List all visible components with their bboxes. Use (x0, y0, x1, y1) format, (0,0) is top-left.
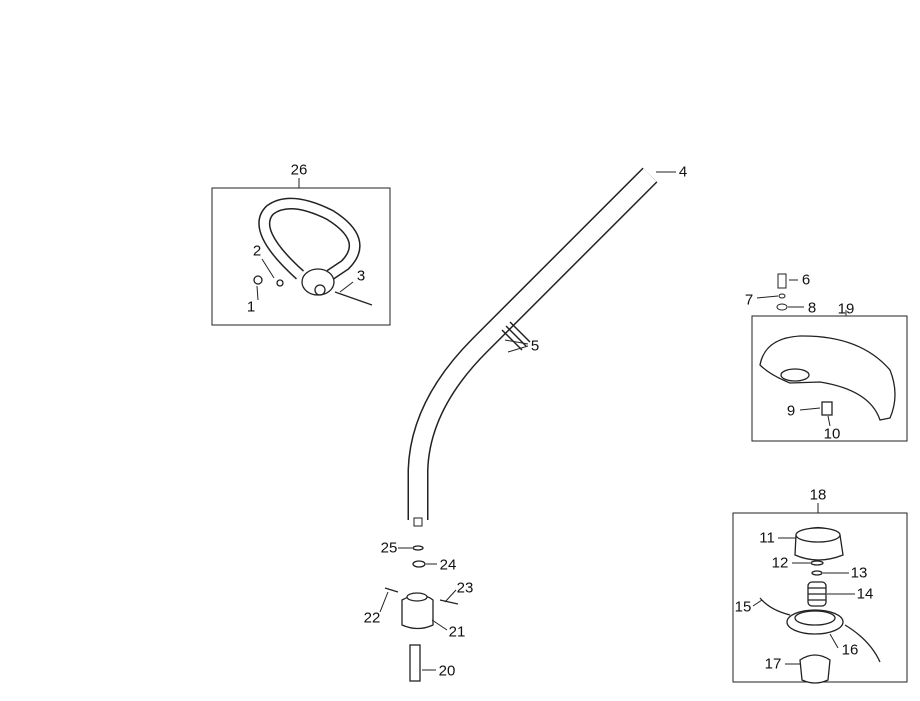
callout-9: 9 (786, 402, 796, 420)
callout-18: 18 (809, 486, 827, 504)
callout-3: 3 (356, 267, 366, 285)
callout-11: 11 (759, 529, 775, 547)
callout-2: 2 (252, 242, 262, 260)
callout-23: 23 (456, 579, 474, 597)
callout-16: 16 (841, 641, 859, 659)
callout-25: 25 (380, 539, 398, 557)
trimmer-head-drawing (759, 526, 881, 684)
callout-15: 15 (734, 598, 752, 616)
callout-8: 8 (807, 299, 817, 317)
callout-14: 14 (856, 585, 874, 603)
callout-20: 20 (438, 662, 456, 680)
callout-21: 21 (448, 623, 466, 641)
callout-7: 7 (744, 291, 754, 309)
callout-26: 26 (290, 161, 308, 179)
callout-5: 5 (530, 337, 540, 355)
drive-shaft-tube (407, 167, 658, 527)
guard-assembly-box (751, 315, 908, 442)
callout-24: 24 (439, 556, 457, 574)
callout-13: 13 (850, 564, 868, 582)
callout-22: 22 (363, 609, 381, 627)
callout-10: 10 (823, 425, 841, 443)
callout-1: 1 (246, 298, 256, 316)
guard-drawing (759, 335, 896, 421)
callout-4: 4 (678, 163, 688, 181)
callout-12: 12 (771, 554, 789, 572)
handle-drawing (253, 197, 373, 306)
gearbox-drawing (384, 545, 459, 682)
callout-6: 6 (801, 271, 811, 289)
callout-17: 17 (764, 655, 782, 673)
callout-19: 19 (837, 300, 855, 318)
handle-assembly-box (211, 187, 391, 326)
